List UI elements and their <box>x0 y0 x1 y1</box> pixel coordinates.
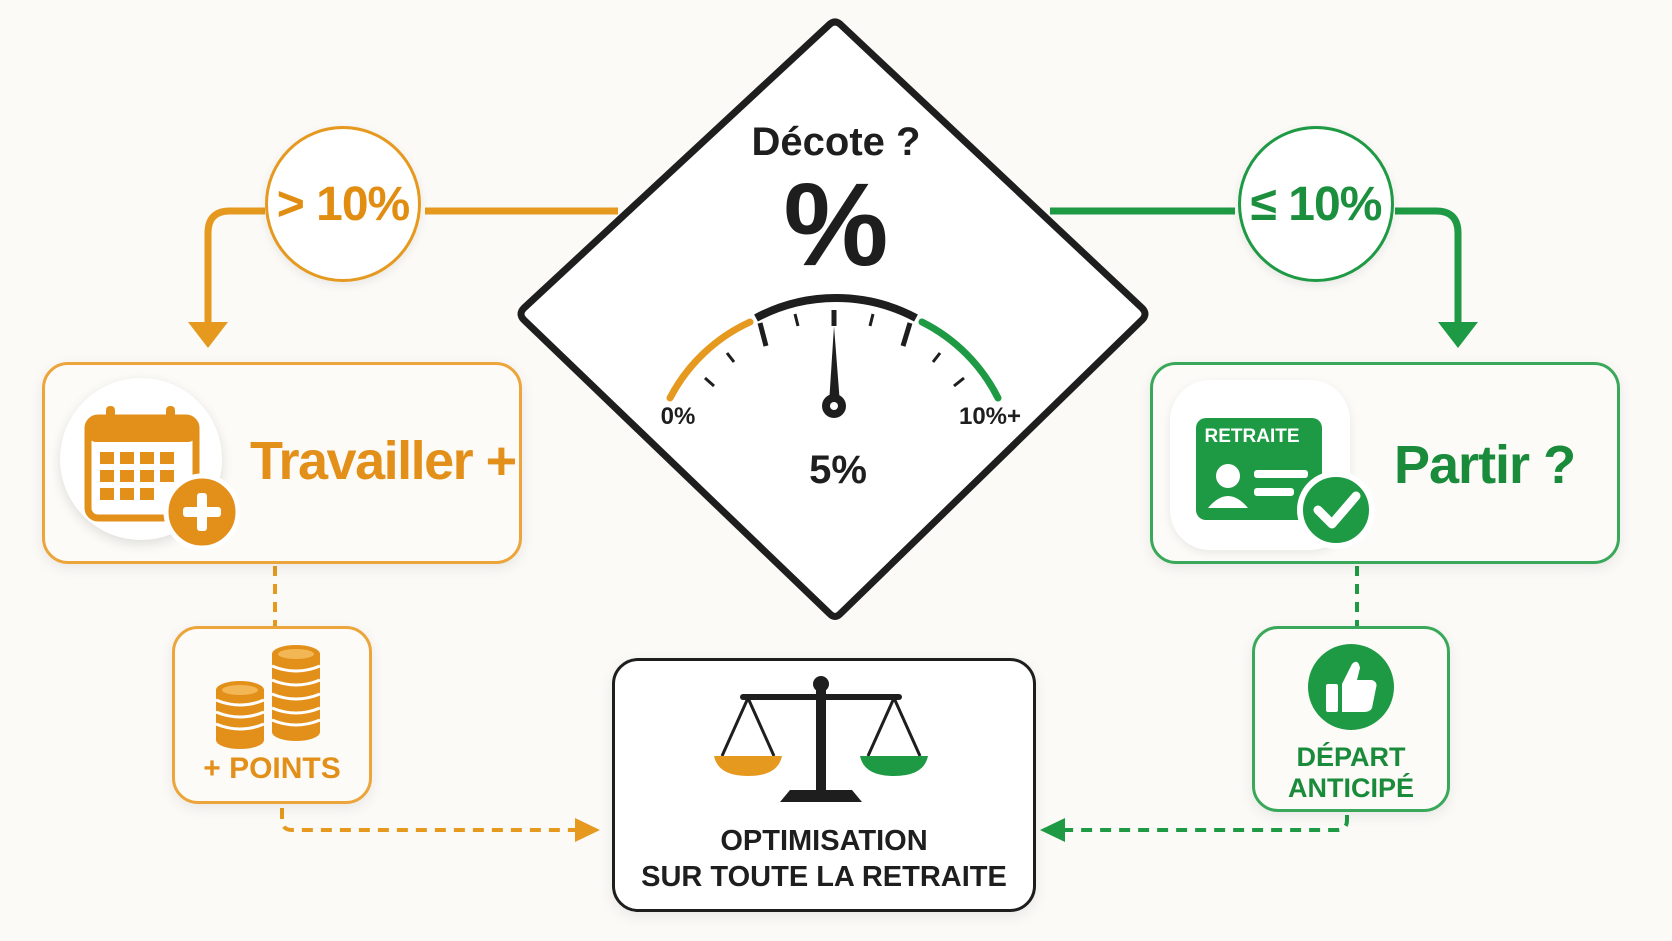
points-label: + POINTS <box>203 752 341 785</box>
gauge-value-label: 5% <box>809 448 867 492</box>
orange-connector-down <box>204 207 265 322</box>
gauge-min-label: 0% <box>660 403 696 430</box>
outcome-line2: SUR TOUTE LA RETRAITE <box>641 861 1007 893</box>
gauge-orange-arc <box>666 318 754 402</box>
green-connector-down <box>1395 207 1462 322</box>
decote-gauge <box>666 294 1002 418</box>
gauge-dark-arc <box>754 294 918 322</box>
retirement-card-text: RETRAITE <box>1204 426 1300 447</box>
gauge-needle <box>829 326 840 404</box>
decision-question: Décote ? <box>751 120 921 164</box>
condition-badge-under-10: ≤ 10% <box>1238 126 1394 282</box>
condition-badge-over-10: > 10% <box>265 126 421 282</box>
orange-dashed-to-outcome <box>280 808 578 832</box>
coins-stack-icon <box>215 645 321 749</box>
outcome-line1: OPTIMISATION <box>720 825 928 857</box>
work-more-title: Travailler + <box>250 431 517 491</box>
retirement-card-check-icon <box>1196 418 1375 549</box>
calendar-plus-icon <box>84 406 241 551</box>
percent-symbol: % <box>783 159 889 291</box>
early-departure-line2: ANTICIPÉ <box>1287 773 1414 803</box>
green-dashed-to-outcome <box>1062 815 1349 832</box>
balance-scale-icon <box>714 676 928 802</box>
leave-title: Partir ? <box>1394 435 1576 495</box>
orange-dashed-arrowhead <box>575 818 600 842</box>
thumbs-up-icon <box>1308 644 1394 730</box>
orange-arrowhead <box>188 322 228 348</box>
gauge-max-label: 10%+ <box>958 403 1022 430</box>
gauge-ticks <box>704 310 965 388</box>
condition-text: ≤ 10% <box>1250 177 1383 231</box>
green-arrowhead <box>1438 322 1478 348</box>
early-departure-line1: DÉPART <box>1296 742 1406 772</box>
condition-text: > 10% <box>276 177 410 231</box>
green-dashed-arrowhead <box>1040 818 1065 842</box>
gauge-green-arc <box>918 318 1002 402</box>
